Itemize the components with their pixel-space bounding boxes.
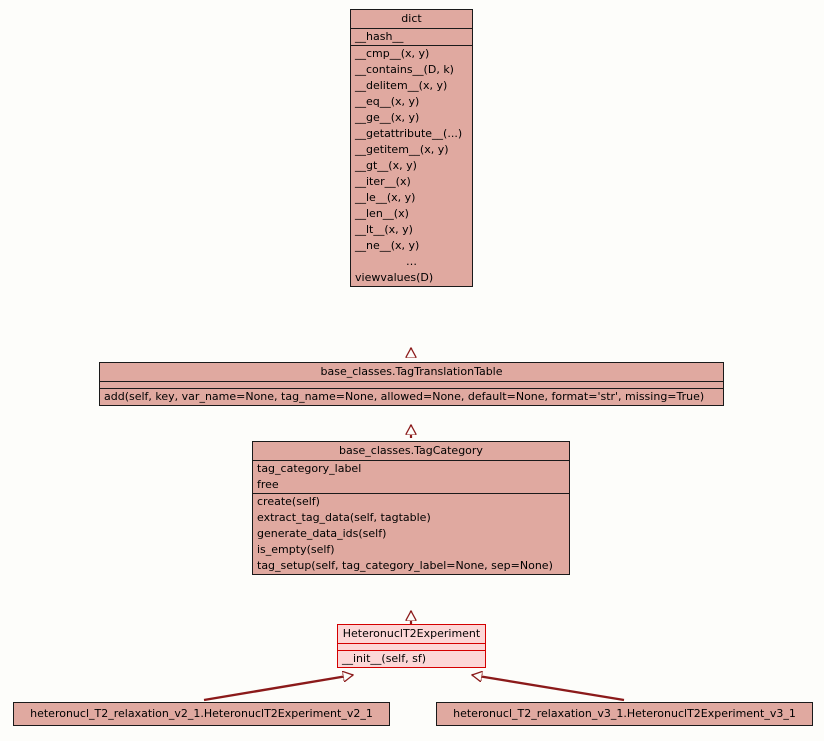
class-method: __len__(x) <box>355 207 409 220</box>
class-attributes-compartment <box>338 643 485 650</box>
class-attributes-compartment: __hash__ <box>351 28 472 45</box>
class-method: create(self) <box>257 495 320 508</box>
class-method: __delitem__(x, y) <box>355 79 448 92</box>
class-attributes-compartment <box>100 381 723 388</box>
class-attribute: tag_category_label <box>257 462 362 475</box>
class-title-compartment: dict <box>351 10 472 28</box>
class-name-heteronuclt2experiment: HeteronuclT2Experiment <box>342 627 481 640</box>
edge-v2-1-to-heteronuclt2experiment <box>203 675 353 702</box>
class-methods-compartment: __cmp__(x, y) __contains__(D, k) __delit… <box>351 45 472 286</box>
edge-v3-1-to-heteronuclt2experiment <box>472 675 625 702</box>
class-title-compartment: base_classes.TagCategory <box>253 442 569 460</box>
class-method-ellipsis: … <box>406 255 417 268</box>
class-attribute: __hash__ <box>355 30 404 43</box>
class-node-tagcategory[interactable]: base_classes.TagCategory tag_category_la… <box>252 441 570 575</box>
class-method: __getattribute__(...) <box>355 127 463 140</box>
class-method: __gt__(x, y) <box>355 159 417 172</box>
class-method: add(self, key, var_name=None, tag_name=N… <box>104 390 705 403</box>
class-name-heteronuclt2experiment-v2-1: heteronucl_T2_relaxation_v2_1.Heteronucl… <box>30 707 373 720</box>
class-name-dict: dict <box>401 12 422 25</box>
class-title-compartment: HeteronuclT2Experiment <box>338 625 485 643</box>
class-method: generate_data_ids(self) <box>257 527 387 540</box>
class-method: __ne__(x, y) <box>355 239 420 252</box>
class-methods-compartment: create(self) extract_tag_data(self, tagt… <box>253 493 569 574</box>
class-node-heteronuclt2experiment[interactable]: HeteronuclT2Experiment __init__(self, sf… <box>337 624 486 668</box>
class-method: __eq__(x, y) <box>355 95 420 108</box>
class-name-tagtranslationtable: base_classes.TagTranslationTable <box>320 365 503 378</box>
class-method: extract_tag_data(self, tagtable) <box>257 511 431 524</box>
class-node-dict[interactable]: dict __hash__ __cmp__(x, y) __contains__… <box>350 9 473 287</box>
class-name-heteronuclt2experiment-v3-1: heteronucl_T2_relaxation_v3_1.Heteronucl… <box>453 707 796 720</box>
class-name-tagcategory: base_classes.TagCategory <box>339 444 483 457</box>
class-method: __init__(self, sf) <box>342 652 427 665</box>
class-attribute: free <box>257 478 279 491</box>
class-methods-compartment: __init__(self, sf) <box>338 650 485 667</box>
class-method: __iter__(x) <box>355 175 411 188</box>
class-attributes-compartment: tag_category_label free <box>253 460 569 493</box>
class-node-tagtranslationtable[interactable]: base_classes.TagTranslationTable add(sel… <box>99 362 724 406</box>
class-method: __le__(x, y) <box>355 191 416 204</box>
class-method: __lt__(x, y) <box>355 223 413 236</box>
class-method: __cmp__(x, y) <box>355 47 430 60</box>
class-node-heteronuclt2experiment-v3-1[interactable]: heteronucl_T2_relaxation_v3_1.Heteronucl… <box>436 702 813 726</box>
class-method: viewvalues(D) <box>355 271 434 284</box>
class-method: __contains__(D, k) <box>355 63 454 76</box>
class-title-compartment: base_classes.TagTranslationTable <box>100 363 723 381</box>
class-method: tag_setup(self, tag_category_label=None,… <box>257 559 553 572</box>
class-title-compartment: heteronucl_T2_relaxation_v3_1.Heteronucl… <box>437 703 812 725</box>
class-method: __ge__(x, y) <box>355 111 420 124</box>
class-method: is_empty(self) <box>257 543 335 556</box>
class-node-heteronuclt2experiment-v2-1[interactable]: heteronucl_T2_relaxation_v2_1.Heteronucl… <box>13 702 390 726</box>
class-methods-compartment: add(self, key, var_name=None, tag_name=N… <box>100 388 723 405</box>
class-title-compartment: heteronucl_T2_relaxation_v2_1.Heteronucl… <box>14 703 389 725</box>
class-method: __getitem__(x, y) <box>355 143 449 156</box>
